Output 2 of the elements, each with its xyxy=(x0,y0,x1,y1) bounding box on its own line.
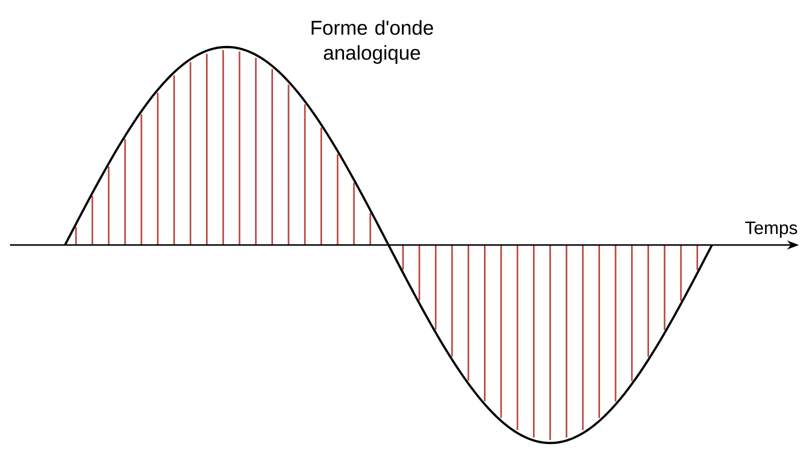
title-label: Forme d'onde analogique xyxy=(312,20,434,64)
axis-label: Temps xyxy=(745,222,798,238)
